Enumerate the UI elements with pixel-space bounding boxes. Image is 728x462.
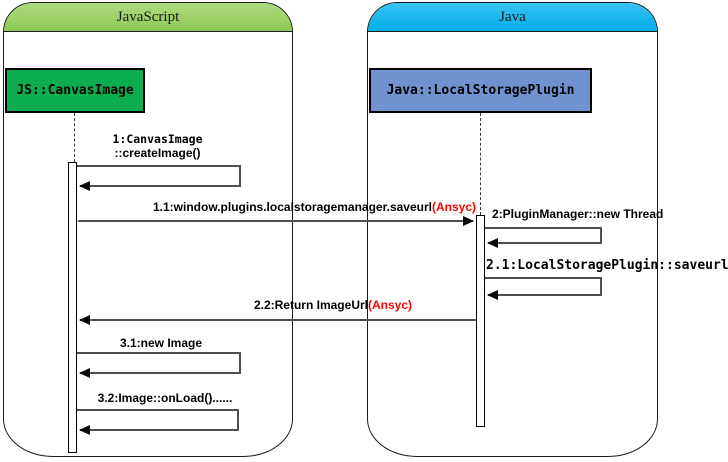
object-java-localstorageplugin-label: Java::LocalStoragePlugin (386, 83, 575, 98)
label-message-3-1-text: 3.1:new Image (119, 336, 203, 350)
label-message-1-1: 1.1:window.plugins.localstoragemanager.s… (153, 200, 476, 214)
label-message-3-2-text: 3.2:Image::onLoad()...... (97, 391, 233, 405)
object-js-canvasimage: JS::CanvasImage (5, 68, 145, 113)
activation-bar-java (476, 215, 485, 427)
object-java-localstorageplugin: Java::LocalStoragePlugin (369, 68, 592, 113)
label-message-3-1: 3.1:new Image (85, 336, 237, 350)
label-message-1-line1: 1:CanvasImage (112, 132, 203, 146)
frame-javascript-header: JavaScript (4, 3, 292, 32)
label-message-2: 2:PluginManager::new Thread (492, 207, 663, 221)
label-message-3-2: 3.2:Image::onLoad()...... (85, 391, 245, 405)
label-message-1-1-text: 1.1:window.plugins.localstoragemanager.s… (153, 200, 432, 214)
label-message-2-2: 2.2:Return ImageUrl(Ansyc) (254, 298, 412, 312)
label-message-1: 1:CanvasImage ::createImage() (85, 132, 230, 160)
lifeline-js-canvasimage (74, 113, 75, 162)
frame-java-title: Java (499, 8, 526, 25)
label-message-1-line2: ::createImage() (114, 146, 201, 160)
frame-java-header: Java (368, 3, 657, 32)
label-message-2-1: 2.1:LocalStoragePlugin::saveurl (486, 259, 728, 273)
activation-bar-js (68, 162, 77, 453)
label-message-2-2-text: 2.2:Return ImageUrl (253, 298, 368, 312)
label-message-2-text: 2:PluginManager::new Thread (492, 207, 664, 221)
label-message-2-1-text: 2.1:LocalStoragePlugin::saveurl (486, 258, 728, 273)
label-message-1-1-annotation: (Ansyc) (431, 200, 476, 214)
frame-javascript-title: JavaScript (116, 8, 180, 25)
lifeline-java-localstorageplugin (480, 113, 481, 215)
label-message-2-2-annotation: (Ansyc) (367, 298, 412, 312)
object-js-canvasimage-label: JS::CanvasImage (16, 83, 134, 98)
